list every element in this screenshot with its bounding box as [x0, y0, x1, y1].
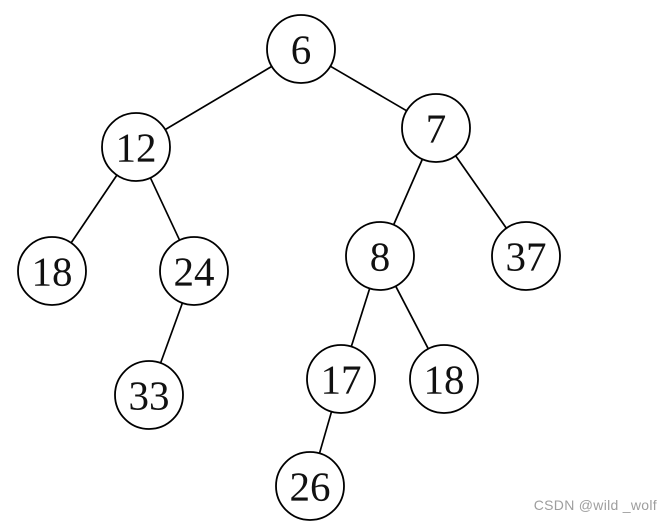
tree-edge-n8-n17 [350, 288, 371, 347]
tree-node-n12: 12 [101, 112, 171, 182]
tree-edge-n17-n26 [318, 411, 333, 454]
tree-node-circle [266, 14, 336, 84]
csdn-watermark: CSDN @wild _wolf [533, 497, 657, 513]
tree-node-label: 8 [370, 233, 391, 279]
tree-edge-n12-n18-left [70, 174, 118, 244]
tree-node-label: 18 [424, 356, 465, 402]
tree-node-n24: 24 [159, 236, 229, 306]
tree-node-label: 26 [290, 463, 331, 509]
tree-node-circle [159, 236, 229, 306]
tree-node-n18-left: 18 [17, 236, 87, 306]
tree-edge-n12-n24 [149, 177, 181, 241]
tree-node-n26: 26 [275, 451, 345, 521]
tree-node-label: 6 [291, 26, 312, 72]
tree-edge-n24-n33 [159, 302, 184, 364]
tree-node-circle [17, 236, 87, 306]
tree-node-label: 7 [426, 105, 447, 151]
tree-edge-root-n12 [164, 65, 273, 131]
tree-node-n17: 17 [306, 344, 376, 414]
tree-node-circle [306, 344, 376, 414]
tree-node-label: 24 [174, 248, 215, 294]
tree-node-root: 6 [266, 14, 336, 84]
tree-edge-n7-n8 [392, 158, 424, 226]
tree-node-circle [491, 221, 561, 291]
tree-node-circle [101, 112, 171, 182]
tree-node-n33: 33 [114, 360, 184, 430]
tree-edge-n8-n18-right [394, 285, 430, 350]
tree-node-n37: 37 [491, 221, 561, 291]
tree-node-circle [401, 93, 471, 163]
tree-node-circle [114, 360, 184, 430]
tree-node-label: 37 [506, 233, 547, 279]
tree-node-label: 12 [116, 124, 157, 170]
tree-edge-n7-n37 [454, 155, 508, 229]
tree-node-label: 33 [129, 372, 170, 418]
tree-node-label: 17 [321, 356, 362, 402]
tree-node-circle [275, 451, 345, 521]
tree-node-circle [345, 221, 415, 291]
tree-edge-root-n7 [329, 65, 408, 112]
tree-node-n8: 8 [345, 221, 415, 291]
tree-node-n18-right: 18 [409, 344, 479, 414]
tree-node-label: 18 [32, 248, 73, 294]
tree-node-n7: 7 [401, 93, 471, 163]
tree-node-circle [409, 344, 479, 414]
